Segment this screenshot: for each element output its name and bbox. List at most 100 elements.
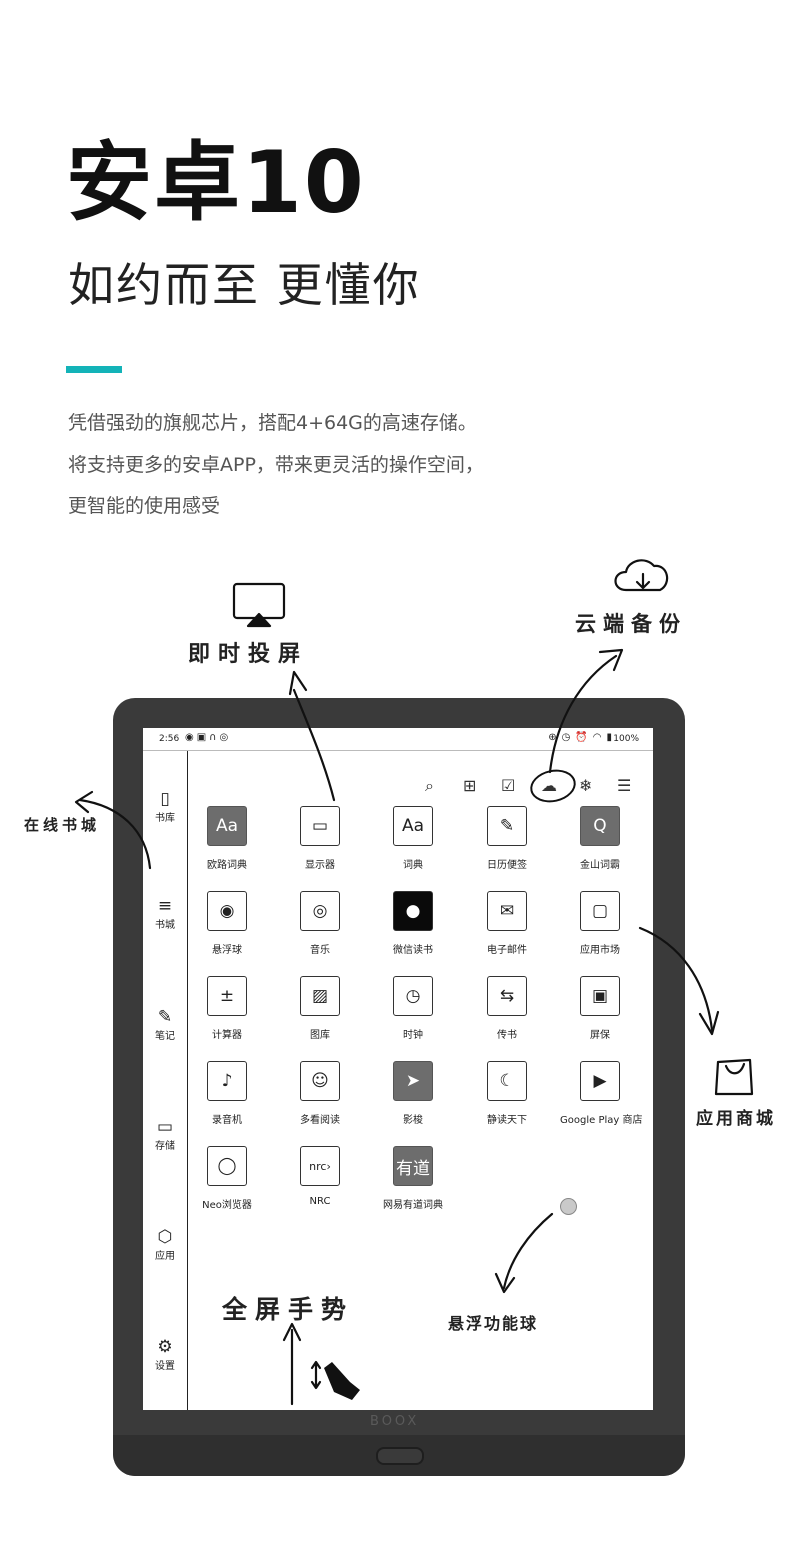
app-tile[interactable]: ◎ 音乐 bbox=[280, 891, 360, 956]
folder-icon: ▭ bbox=[156, 1117, 174, 1137]
app-tile[interactable]: ♪ 录音机 bbox=[187, 1061, 267, 1126]
app-tile[interactable]: ◯ Neo浏览器 bbox=[187, 1146, 267, 1211]
app-label: 录音机 bbox=[212, 1115, 242, 1126]
home-button[interactable] bbox=[376, 1447, 424, 1465]
app-tile[interactable]: ±计算器 bbox=[187, 976, 267, 1041]
app-tile[interactable]: ☺多看阅读 bbox=[280, 1061, 360, 1126]
annotation-floating-ball: 悬浮功能球 bbox=[448, 1314, 539, 1333]
add-file-icon[interactable]: ⊞ bbox=[463, 776, 477, 795]
page-subtitle: 如约而至 更懂你 bbox=[68, 258, 421, 312]
sidebar-item-notes[interactable]: ✎ 笔记 bbox=[143, 1007, 187, 1042]
app-label: 日历便签 bbox=[487, 860, 527, 871]
app-label: Neo浏览器 bbox=[202, 1200, 252, 1211]
app-label: 词典 bbox=[403, 860, 423, 871]
device-screen: 2:56 ◉▣∩◎ ⊕◷⏰◠▮ 100% ▯ 书库 ≡ 书城 ✎ 笔记 ▭ 存储… bbox=[143, 728, 653, 1410]
app-label: Google Play 商店 bbox=[560, 1115, 643, 1126]
app-icon: Aa bbox=[207, 806, 247, 846]
app-tile[interactable]: ▭显示器 bbox=[280, 806, 360, 871]
app-tile[interactable]: ▨ 图库 bbox=[280, 976, 360, 1041]
app-icon: ▭ bbox=[300, 806, 340, 846]
app-icon: ◯ bbox=[207, 1146, 247, 1186]
book-icon: ▯ bbox=[160, 789, 170, 809]
app-icon: 有道 bbox=[393, 1146, 433, 1186]
app-icon: ◷ bbox=[393, 976, 433, 1016]
status-bar: 2:56 ◉▣∩◎ ⊕◷⏰◠▮ 100% bbox=[143, 728, 653, 751]
app-label: 微信读书 bbox=[393, 945, 433, 956]
app-tile[interactable]: ▣ 屏保 bbox=[560, 976, 640, 1041]
app-icon: ▨ bbox=[300, 976, 340, 1016]
status-time: 2:56 bbox=[159, 734, 180, 744]
app-tile[interactable]: 有道网易有道词典 bbox=[373, 1146, 453, 1211]
app-icon: ▣ bbox=[580, 976, 620, 1016]
app-tile[interactable]: ◷ 时钟 bbox=[373, 976, 453, 1041]
app-icon: ♪ bbox=[207, 1061, 247, 1101]
sidebar: ▯ 书库 ≡ 书城 ✎ 笔记 ▭ 存储 ⬡ 应用 ⚙ 设置 bbox=[143, 751, 188, 1410]
snowflake-icon[interactable]: ❄ bbox=[579, 776, 593, 795]
app-label: 静读天下 bbox=[487, 1115, 527, 1126]
app-label: 音乐 bbox=[310, 945, 330, 956]
app-label: 金山词霸 bbox=[580, 860, 620, 871]
app-icon: ◉ bbox=[207, 891, 247, 931]
app-tile[interactable]: ➤ 影梭 bbox=[373, 1061, 453, 1126]
app-icon: ▶ bbox=[580, 1061, 620, 1101]
app-icon: nrc› bbox=[300, 1146, 340, 1186]
notebook-icon: ✎ bbox=[157, 1007, 173, 1027]
app-tile[interactable]: ▢应用市场 bbox=[560, 891, 640, 956]
app-tile[interactable]: ◉悬浮球 bbox=[187, 891, 267, 956]
app-icon: Aa bbox=[393, 806, 433, 846]
app-label: 欧路词典 bbox=[207, 860, 247, 871]
battery-level: 100% bbox=[613, 734, 639, 744]
sidebar-item-storage[interactable]: ▭ 存储 bbox=[143, 1117, 187, 1152]
app-tile[interactable]: ☾ 静读天下 bbox=[467, 1061, 547, 1126]
list-icon[interactable]: ☰ bbox=[617, 776, 632, 795]
sidebar-item-label: 书库 bbox=[155, 813, 175, 824]
app-tile[interactable]: Aa 欧路词典 bbox=[187, 806, 267, 871]
annotation-app-store: 应用商城 bbox=[696, 1109, 776, 1129]
app-label: 影梭 bbox=[403, 1115, 423, 1126]
annotation-cloud-backup: 云端备份 bbox=[575, 611, 687, 636]
sidebar-item-apps[interactable]: ⬡ 应用 bbox=[143, 1227, 187, 1262]
app-icon: ☺ bbox=[300, 1061, 340, 1101]
app-tile[interactable]: ⇆ 传书 bbox=[467, 976, 547, 1041]
app-icon: ✉ bbox=[487, 891, 527, 931]
app-tile[interactable]: ✉ 电子邮件 bbox=[467, 891, 547, 956]
floating-ball[interactable] bbox=[560, 1198, 577, 1215]
app-label: 屏保 bbox=[590, 1030, 610, 1041]
sidebar-item-bookstore[interactable]: ≡ 书城 bbox=[143, 896, 187, 931]
page-title: 安卓10 bbox=[66, 133, 366, 233]
gear-icon: ⚙ bbox=[157, 1337, 173, 1357]
app-icon: ◎ bbox=[300, 891, 340, 931]
app-label: 网易有道词典 bbox=[383, 1200, 443, 1211]
app-icon: ➤ bbox=[393, 1061, 433, 1101]
sidebar-item-label: 应用 bbox=[155, 1251, 175, 1262]
sidebar-item-label: 笔记 bbox=[155, 1031, 175, 1042]
app-tile[interactable]: ✎日历便签 bbox=[467, 806, 547, 871]
check-file-icon[interactable]: ☑ bbox=[501, 776, 516, 795]
description-line-3: 更智能的使用感受 bbox=[68, 495, 221, 517]
app-icon: ⇆ bbox=[487, 976, 527, 1016]
sidebar-item-settings[interactable]: ⚙ 设置 bbox=[143, 1337, 187, 1372]
app-icon: Q bbox=[580, 806, 620, 846]
app-label: 传书 bbox=[497, 1030, 517, 1041]
accent-divider bbox=[66, 366, 122, 373]
annotation-online-store: 在线书城 bbox=[24, 816, 101, 834]
description-line-2: 将支持更多的安卓APP，带来更灵活的操作空间， bbox=[68, 454, 484, 476]
app-tile[interactable]: Aa 词典 bbox=[373, 806, 453, 871]
app-label: 时钟 bbox=[403, 1030, 423, 1041]
app-icon: ☾ bbox=[487, 1061, 527, 1101]
books-stack-icon: ≡ bbox=[157, 896, 173, 916]
sidebar-item-library[interactable]: ▯ 书库 bbox=[143, 789, 187, 824]
app-label: 电子邮件 bbox=[487, 945, 527, 956]
search-icon[interactable]: ⌕ bbox=[425, 776, 434, 795]
status-system-icons: ⊕◷⏰◠▮ bbox=[548, 732, 617, 743]
app-tile[interactable]: ▶ Google Play 商店 bbox=[560, 1061, 643, 1126]
app-tile[interactable]: ●微信读书 bbox=[373, 891, 453, 956]
description-line-1: 凭借强劲的旗舰芯片，搭配4+64G的高速存储。 bbox=[68, 412, 477, 434]
sidebar-item-label: 存储 bbox=[155, 1141, 175, 1152]
cloud-download-icon[interactable]: ☁ bbox=[541, 776, 557, 795]
app-label: 图库 bbox=[310, 1030, 330, 1041]
cube-icon: ⬡ bbox=[157, 1227, 173, 1247]
app-tile[interactable]: Q 金山词霸 bbox=[560, 806, 640, 871]
app-tile[interactable]: nrc›NRC bbox=[280, 1146, 360, 1207]
